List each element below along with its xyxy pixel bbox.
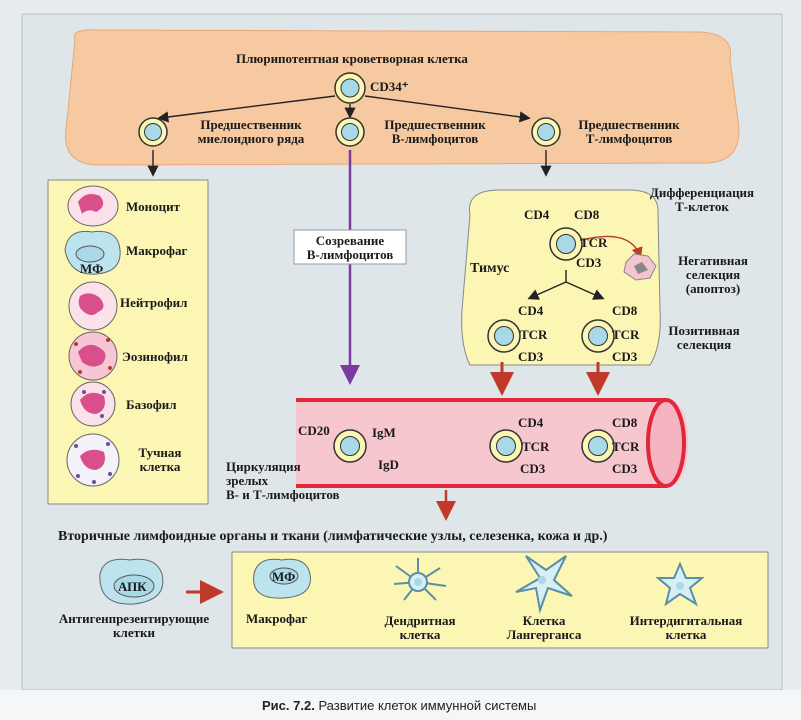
myeloid-precursor-label: Предшественник миелоидного ряда (197, 117, 305, 146)
positive-selection-label: Позитивная селекция (668, 323, 740, 352)
hematopoiesis-band (65, 29, 740, 166)
vessel-cd4: CD4 (518, 415, 544, 430)
monocyte-icon (67, 185, 119, 227)
cd8-t-cell-icon (581, 319, 615, 353)
apc-label: Антигенпрезентирующие клетки (58, 611, 210, 640)
circulating-cd4-cell-icon (489, 429, 523, 463)
apc-abbr: АПК (118, 579, 147, 594)
thymus-cd8: CD8 (574, 207, 600, 222)
b-precursor-icon (335, 117, 365, 147)
secondary-organs-title: Вторичные лимфоидные органы и ткани (лим… (58, 529, 608, 544)
thymus-tcr: TCR (580, 235, 608, 250)
macrophage-abbr: МФ (80, 261, 104, 276)
myeloid-precursor-icon (138, 117, 168, 147)
cd4-cell-cd3: CD3 (518, 349, 544, 364)
b-cell-icon (333, 429, 367, 463)
vessel-cd8-tcr: TCR (612, 439, 640, 454)
t-differentiation-label: Дифференциация Т-клеток (649, 185, 755, 214)
thymocyte-icon (549, 227, 583, 261)
circulating-cd8-cell-icon (581, 429, 615, 463)
thymus-arrow-left (527, 281, 567, 300)
b-precursor-label: Предшественник В-лимфоцитов (384, 117, 486, 146)
caption-text: Развитие клеток иммунной системы (318, 698, 537, 713)
caption-number: Рис. 7.2. (262, 698, 315, 713)
cd8-cell-tcr: TCR (612, 327, 640, 342)
secondary-macrophage-abbr: МФ (272, 569, 296, 584)
vessel-cd4-cd3: CD3 (520, 461, 546, 476)
vessel-opening (646, 398, 686, 488)
t-precursor-icon (531, 117, 561, 147)
vessel-cd4-tcr: TCR (522, 439, 550, 454)
cd8-cell-cd8: CD8 (612, 303, 638, 318)
t-precursor-label: Предшественник Т-лимфоцитов (578, 117, 680, 146)
langerhans-cell-label: Клетка Лангерганса (506, 613, 582, 642)
dendritic-cell-label: Дендритная клетка (384, 613, 456, 642)
figure-caption: Рис. 7.2. Развитие клеток иммунной систе… (262, 698, 536, 713)
macrophage-label: Макрофаг (126, 243, 188, 258)
b-cell-igd: IgD (378, 457, 399, 472)
eosinophil-icon (68, 331, 118, 381)
neutrophil-icon (68, 281, 118, 331)
cd4-cell-cd4: CD4 (518, 303, 544, 318)
mast-cell-icon (66, 433, 120, 487)
circulation-label: Циркуляция зрелых В- и Т-лимфоцитов (226, 459, 340, 502)
stem-cell-title: Плюрипотентная кроветворная клетка (236, 51, 468, 66)
thymus-cd3: CD3 (576, 255, 602, 270)
interdigital-cell-icon (655, 561, 705, 607)
thymus-arrow-right (565, 281, 605, 300)
vessel-cd8-cd3: CD3 (612, 461, 638, 476)
arrow-to-myeloid (157, 95, 336, 123)
stem-cell-marker: CD34⁺ (370, 79, 409, 94)
interdigital-cell-label: Интердигитальная клетка (629, 613, 743, 642)
mast-cell-label: Тучная клетка (138, 445, 182, 474)
secondary-macrophage-label: Макрофаг (246, 611, 308, 626)
b-cell-cd20: CD20 (298, 423, 330, 438)
basophil-label: Базофил (126, 397, 177, 412)
eosinophil-label: Эозинофил (122, 349, 188, 364)
langerhans-cell-icon (515, 555, 573, 614)
cd4-t-cell-icon (487, 319, 521, 353)
cd4-cell-tcr: TCR (520, 327, 548, 342)
thymus-title: Тимус (470, 261, 510, 276)
monocyte-label: Моноцит (126, 199, 180, 214)
secondary-macrophage-icon (253, 558, 311, 599)
b-maturation-box (293, 229, 407, 265)
cd8-cell-cd3: CD3 (612, 349, 638, 364)
arrow-to-t (364, 95, 531, 123)
negative-selection-label: Негативная селекция (апоптоз) (678, 253, 748, 296)
negative-selection-arrow (581, 235, 643, 259)
stem-cell-icon (334, 72, 366, 104)
dendritic-cell-icon (393, 558, 447, 601)
neutrophil-label: Нейтрофил (120, 295, 188, 310)
vessel-cd8: CD8 (612, 415, 638, 430)
basophil-icon (70, 381, 116, 427)
macrophage-icon (64, 230, 121, 275)
b-cell-igm: IgM (372, 425, 396, 440)
b-maturation-label: Созревание В-лимфоцитов (306, 233, 394, 262)
thymus-cd4: CD4 (524, 207, 550, 222)
caption-bar (0, 690, 801, 720)
